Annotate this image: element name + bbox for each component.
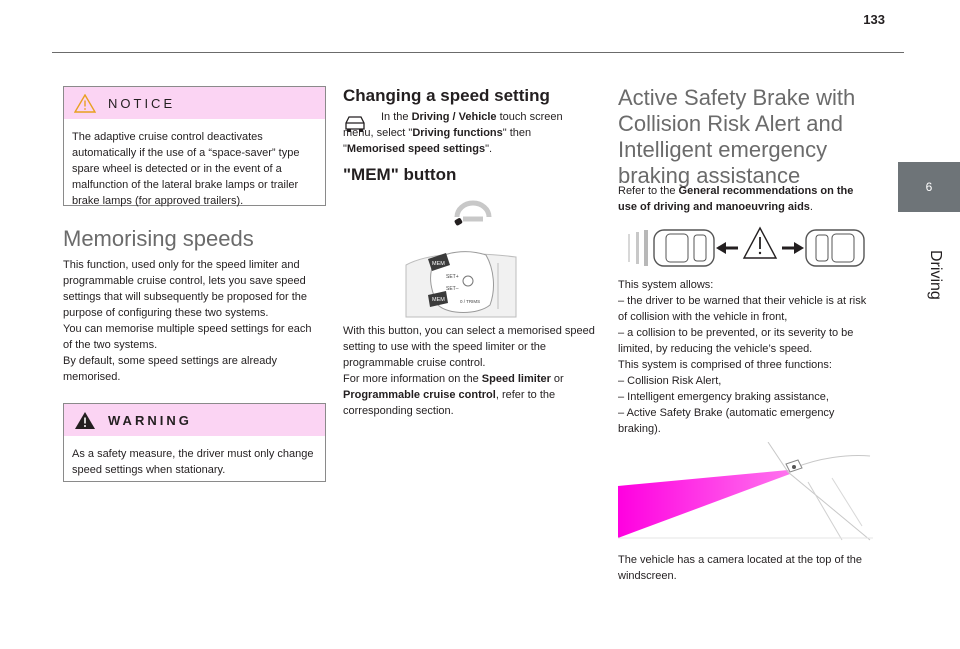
warning-triangle-icon xyxy=(75,411,95,429)
page-number: 133 xyxy=(863,12,885,27)
mem-text: With this button, you can select a memor… xyxy=(343,323,598,419)
asb-ref-b1: General recommendations on the use of dr… xyxy=(618,185,854,213)
touchscreen-car-icon xyxy=(345,116,365,132)
stalk-label-mem-top: MEM xyxy=(432,261,445,267)
asb-ref-t2: . xyxy=(809,201,813,213)
changing-t2: touch screen menu, select " xyxy=(343,111,563,139)
asb-title-line-4: braking assistance xyxy=(618,163,801,188)
mem-t1: For more information on the xyxy=(343,373,482,385)
changing-b1: Driving / Vehicle xyxy=(411,111,497,123)
collision-risk-illustration xyxy=(628,226,865,267)
notice-box: NOTICE The adaptive cruise control deact… xyxy=(63,86,326,207)
changing-text: In the Driving / Vehicle touch screen me… xyxy=(343,109,578,157)
warning-body: As a safety measure, the driver must onl… xyxy=(72,448,314,476)
camera-caption: The vehicle has a camera located at the … xyxy=(618,554,862,582)
stalk-label-set-minus: SET– xyxy=(446,286,459,292)
changing-title: Changing a speed setting xyxy=(343,86,550,105)
changing-b2: Driving functions xyxy=(412,127,503,139)
asb-reference: Refer to the General recommendations on … xyxy=(618,183,873,215)
asb-line-5: – Collision Risk Alert, xyxy=(618,375,722,387)
memorising-title: Memorising speeds xyxy=(63,226,254,251)
mem-b2: Programmable cruise control xyxy=(343,389,496,401)
mem-title: "MEM" button xyxy=(343,165,457,184)
mem-p1: With this button, you can select a memor… xyxy=(343,325,595,369)
notice-body: The adaptive cruise control deactivates … xyxy=(72,131,300,207)
asb-line-3: – a collision to be prevented, or its se… xyxy=(618,327,854,355)
asb-title-line-1: Active Safety Brake with xyxy=(618,85,856,110)
changing-t3: " then " xyxy=(343,127,532,155)
asb-title-line-3: Intelligent emergency xyxy=(618,137,828,162)
asb-line-2: – the driver to be warned that their veh… xyxy=(618,295,867,323)
asb-line-4: This system is comprised of three functi… xyxy=(618,359,832,371)
chapter-label: Driving xyxy=(927,250,944,300)
stalk-label-trims: 0 / TRIMS xyxy=(460,299,480,304)
warning-box: WARNING As a safety measure, the driver … xyxy=(63,403,326,482)
header-rule xyxy=(52,52,904,53)
memorising-p1: This function, used only for the speed l… xyxy=(63,259,307,319)
changing-t4: ". xyxy=(485,143,493,155)
changing-b3: Memorised speed settings xyxy=(346,143,486,155)
stalk-label-mem-bottom: MEM xyxy=(432,297,445,303)
changing-t1: In the xyxy=(381,111,412,123)
asb-text: This system allows: – the driver to be w… xyxy=(618,277,875,437)
warning-header: WARNING xyxy=(64,404,325,436)
asb-line-6: – Intelligent emergency braking assistan… xyxy=(618,391,829,403)
memorising-p3: By default, some speed settings are alre… xyxy=(63,355,278,383)
memorising-p2: You can memorise multiple speed settings… xyxy=(63,323,312,351)
notice-header: NOTICE xyxy=(64,87,325,119)
chapter-tab[interactable]: 6 xyxy=(898,162,960,212)
mem-t2: or xyxy=(550,373,564,385)
mem-p2: For more information on the Speed limite… xyxy=(343,371,598,419)
asb-title-line-2: Collision Risk Alert and xyxy=(618,111,843,136)
notice-title: NOTICE xyxy=(108,95,176,111)
memorising-text: This function, used only for the speed l… xyxy=(63,257,316,385)
notice-triangle-icon xyxy=(74,93,96,113)
cruise-stalk-illustration: MEM SET+ SET– MEM 0 / TRIMS xyxy=(405,251,517,318)
asb-ref-t1: Refer to the xyxy=(618,185,679,197)
windscreen-camera-illustration xyxy=(618,442,873,541)
mem-t3: , refer to the corresponding section. xyxy=(343,389,556,417)
mem-b1: Speed limiter xyxy=(481,373,551,385)
warning-title: WARNING xyxy=(108,412,192,428)
steering-wheel-icon xyxy=(454,200,492,226)
stalk-label-set-plus: SET+ xyxy=(446,274,459,280)
asb-title: Active Safety Brake with Collision Risk … xyxy=(618,85,875,189)
asb-line-7: – Active Safety Brake (automatic emergen… xyxy=(618,407,835,435)
asb-line-1: This system allows: xyxy=(618,279,714,291)
